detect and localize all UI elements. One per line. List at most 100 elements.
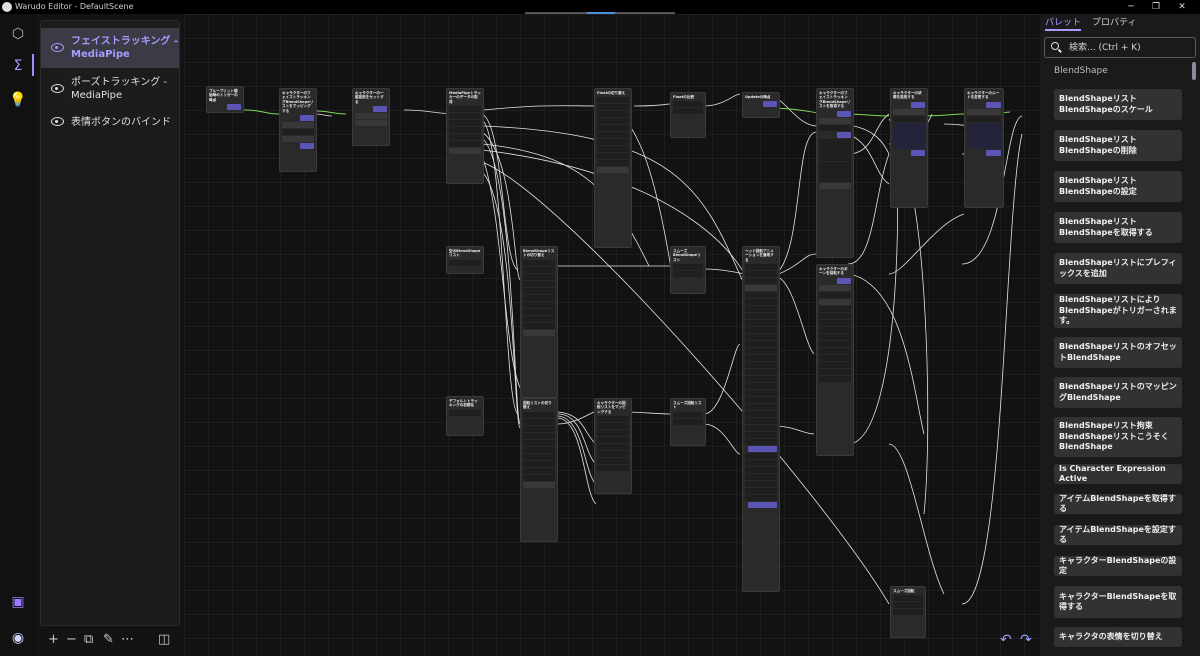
node-field[interactable] <box>597 451 629 458</box>
node-field[interactable] <box>893 609 923 616</box>
tab-properties[interactable]: プロパティ <box>1092 18 1137 28</box>
node-field[interactable] <box>597 423 629 430</box>
minimize-button[interactable]: ─ <box>1128 2 1134 12</box>
node-field[interactable] <box>893 602 923 609</box>
node-field[interactable] <box>819 182 851 189</box>
node-field[interactable] <box>745 418 777 425</box>
node-field[interactable] <box>745 411 777 418</box>
node-rotation-list-switch[interactable]: 回転リストの切り替え <box>520 398 558 542</box>
node-field[interactable] <box>745 362 777 369</box>
node-on-update[interactable]: Updateの時点 <box>742 92 780 118</box>
blueprint-item-pose-tracking[interactable]: ポーズトラッキング - MediaPipe <box>41 73 179 105</box>
node-port[interactable] <box>836 110 851 117</box>
palette-item[interactable]: BlendShapeリスト拘束BlendShapeリストこうそくBlendSha… <box>1054 417 1182 457</box>
visibility-eye-icon[interactable] <box>51 43 64 52</box>
node-field[interactable] <box>449 106 481 113</box>
node-field[interactable] <box>819 368 851 375</box>
node-smooth-rotation[interactable]: スムーズ回転 <box>890 586 926 638</box>
close-button[interactable]: ✕ <box>1178 2 1186 12</box>
node-field[interactable] <box>745 390 777 397</box>
node-field[interactable] <box>819 361 851 368</box>
node-field[interactable] <box>893 595 923 602</box>
node-field[interactable] <box>745 488 777 495</box>
node-field[interactable] <box>597 153 629 160</box>
node-field[interactable] <box>745 341 777 348</box>
node-field[interactable] <box>745 299 777 306</box>
rename-button[interactable]: ✎ <box>103 632 114 647</box>
node-field[interactable] <box>745 439 777 446</box>
node-map-rotation-list[interactable]: キャラクターの回転リストをマッピングする <box>594 398 632 494</box>
palette-item[interactable]: Is Character Expression Active <box>1054 464 1182 484</box>
node-field[interactable] <box>819 284 851 291</box>
node-field[interactable] <box>745 306 777 313</box>
duplicate-button[interactable]: ⧉ <box>84 632 94 647</box>
node-set-character-state[interactable]: キャラクターの状態を設定する <box>890 88 928 208</box>
node-field[interactable] <box>282 122 314 129</box>
node-field[interactable] <box>745 481 777 488</box>
node-field[interactable] <box>893 115 925 122</box>
node-field[interactable] <box>523 481 555 488</box>
blueprint-canvas[interactable]: ブループリント開始時のトリガーの時点 キャラクターのフェイストラッキングBlen… <box>184 14 1040 656</box>
node-port[interactable] <box>836 277 851 284</box>
node-port[interactable] <box>226 104 241 111</box>
node-port[interactable] <box>299 143 314 150</box>
undo-icon[interactable]: ↶ <box>1000 632 1012 648</box>
palette-item[interactable]: BlendShapeリストのオフセットBlendShape <box>1054 337 1182 368</box>
node-field[interactable] <box>745 432 777 439</box>
node-rotate-character-bone[interactable]: キャラクターのボーンを回転する <box>816 264 854 456</box>
node-field[interactable] <box>745 369 777 376</box>
node-field[interactable] <box>597 416 629 423</box>
node-field[interactable] <box>819 161 851 182</box>
node-field[interactable] <box>523 439 555 446</box>
node-field[interactable] <box>597 437 629 444</box>
node-field[interactable] <box>819 347 851 354</box>
node-field[interactable] <box>745 285 777 292</box>
node-field[interactable] <box>745 474 777 481</box>
blueprint-item-expression-binding[interactable]: 表情ボタンのバインド <box>41 113 179 131</box>
node-smooth-rotation-list[interactable]: スムーズ回転リスト <box>670 398 706 446</box>
node-field[interactable] <box>745 320 777 327</box>
idea-icon[interactable]: 💡 <box>9 92 27 108</box>
node-field[interactable] <box>597 160 629 167</box>
node-float-compare[interactable]: Floatの比較 <box>670 92 706 138</box>
node-port[interactable] <box>836 131 851 138</box>
remove-button[interactable]: − <box>66 632 77 647</box>
node-field[interactable] <box>967 108 1001 115</box>
node-field[interactable] <box>745 264 777 271</box>
node-field[interactable] <box>523 453 555 460</box>
node-field[interactable] <box>523 294 555 301</box>
node-field[interactable] <box>819 340 851 347</box>
node-field[interactable] <box>449 141 481 148</box>
node-field[interactable] <box>819 117 851 124</box>
node-field[interactable] <box>745 292 777 299</box>
node-port[interactable] <box>910 149 925 156</box>
node-field[interactable] <box>673 101 703 108</box>
palette-item[interactable]: BlendShapeリストBlendShapeの設定 <box>1054 171 1182 202</box>
palette-item[interactable]: BlendShapeリストBlendShapeの削除 <box>1054 130 1182 161</box>
redo-icon[interactable]: ↷ <box>1020 632 1032 648</box>
node-field[interactable] <box>523 301 555 308</box>
node-field[interactable] <box>523 418 555 425</box>
node-field[interactable] <box>819 312 851 319</box>
node-field[interactable] <box>523 280 555 287</box>
node-field[interactable] <box>745 334 777 341</box>
node-field[interactable] <box>967 122 1001 149</box>
node-port[interactable] <box>748 502 777 509</box>
blueprint-item-face-tracking[interactable]: フェイストラッキング - MediaPipe <box>41 28 179 68</box>
node-field[interactable] <box>745 376 777 383</box>
node-field[interactable] <box>819 326 851 333</box>
blueprint-icon[interactable]: Σ <box>13 58 23 74</box>
node-field[interactable] <box>449 134 481 141</box>
node-default-tracking-init[interactable]: デフォルトトラッキングの初期化 <box>446 396 484 436</box>
node-field[interactable] <box>967 115 1001 122</box>
palette-item[interactable]: アイテムBlendShapeを設定する <box>1054 525 1182 545</box>
palette-item[interactable]: アイテムBlendShapeを取得する <box>1054 494 1182 514</box>
more-button[interactable]: ⋯ <box>121 632 134 647</box>
add-button[interactable]: + <box>48 632 59 647</box>
palette-item[interactable]: キャラクターBlendShapeを取得する <box>1054 586 1182 618</box>
node-field[interactable] <box>597 139 629 146</box>
node-field[interactable] <box>745 355 777 362</box>
twitch-icon[interactable]: ▣ <box>11 594 25 610</box>
node-field[interactable] <box>523 266 555 273</box>
node-field[interactable] <box>523 273 555 280</box>
